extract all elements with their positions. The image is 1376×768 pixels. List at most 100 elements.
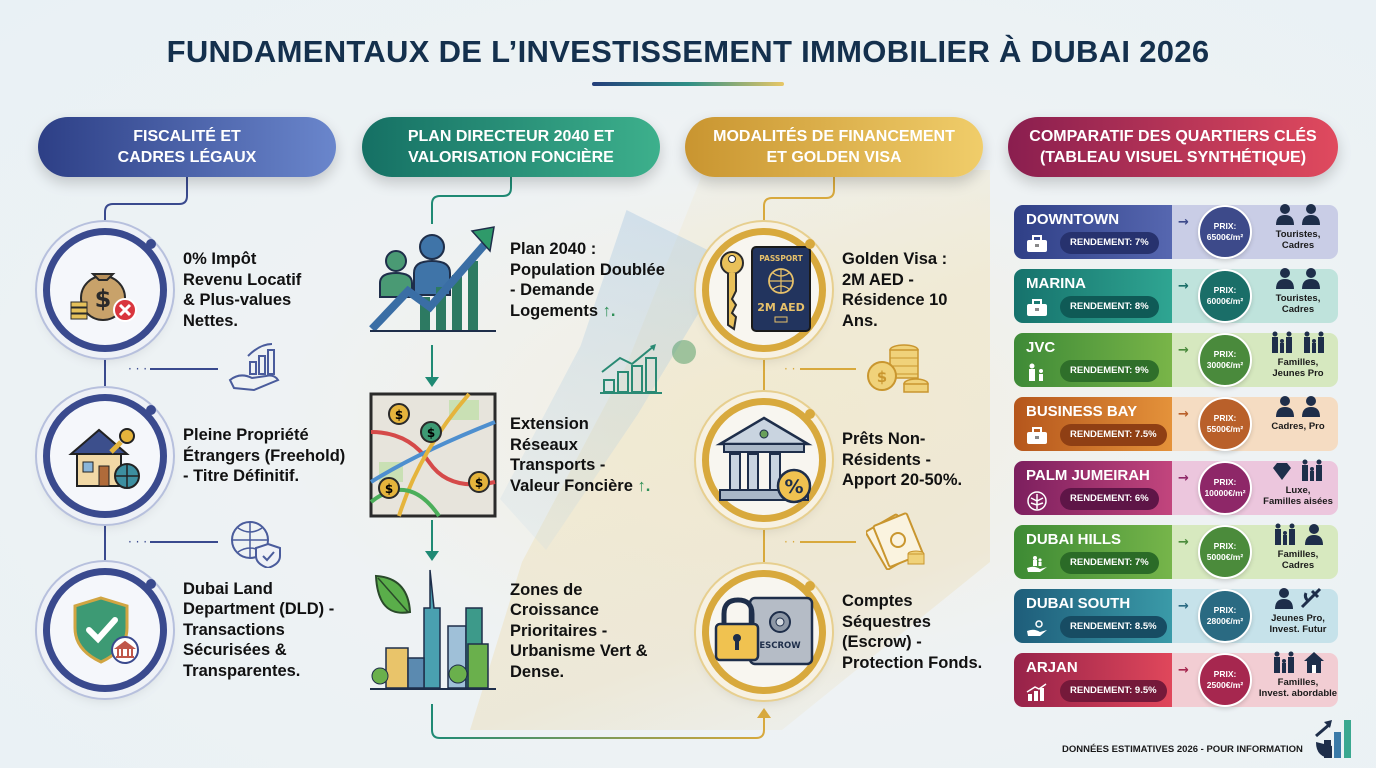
audience-line: Familles aisées	[1263, 496, 1333, 507]
svg-text:PASSPORT: PASSPORT	[759, 254, 803, 263]
bank-percent-icon: %	[715, 416, 813, 504]
district-yield: RENDEMENT: 9.5%	[1060, 680, 1167, 702]
audience-line: Touristes,	[1275, 229, 1321, 240]
price-value: 10000€/m²	[1204, 488, 1246, 498]
price-value: 3000€/m²	[1206, 360, 1244, 370]
svg-text:$: $	[427, 426, 435, 440]
audience-line: Cadres	[1281, 560, 1315, 571]
ring-frame: %	[702, 398, 826, 522]
page-title: FUNDAMENTAUX DE L’INVESTISSEMENT IMMOBIL…	[166, 34, 1210, 69]
finance-item-loans: % Prêts Non-Résidents -Apport 20-50%.	[702, 398, 962, 522]
house-key-globe-icon	[68, 428, 140, 489]
district-price-badge: PRIX:10000€/m²	[1198, 461, 1252, 515]
woman-icon	[1275, 395, 1295, 421]
price-value: 2500€/m²	[1206, 680, 1244, 690]
banknotes-icon	[866, 512, 925, 570]
title-underline	[592, 82, 784, 86]
district-audience: Familles,Cadres	[1258, 523, 1338, 571]
audience-line: Jeunes Pro	[1272, 368, 1324, 379]
ring-frame: ESCROW	[702, 570, 826, 694]
price-value: 6500€/m²	[1206, 232, 1244, 242]
professional-icon	[1301, 267, 1321, 293]
dots: · ·	[784, 362, 796, 376]
svg-text:%: %	[784, 476, 803, 498]
ring-frame	[43, 394, 167, 518]
bar-growth-chart-icon	[600, 344, 662, 394]
header-line: VALORISATION FONCIÈRE	[408, 149, 614, 166]
district-yield: RENDEMENT: 6%	[1060, 488, 1159, 510]
district-name: MARINA	[1026, 275, 1086, 292]
diamond-icon	[1271, 461, 1293, 485]
coins-stack-icon: $	[867, 344, 929, 393]
svg-text:2M AED: 2M AED	[757, 301, 805, 314]
ring-dot	[146, 239, 156, 249]
svg-text:$: $	[395, 408, 403, 422]
tourist-icon	[1275, 203, 1295, 229]
price-label: PRIX:	[1213, 605, 1237, 615]
arrow-right-icon: →	[1178, 343, 1189, 358]
ring-dot	[805, 239, 815, 249]
finance-item-text: Prêts Non-Résidents -Apport 20-50%.	[842, 430, 963, 490]
district-price-badge: PRIX:2800€/m²	[1198, 589, 1252, 643]
escrow-safe-lock-icon: ESCROW	[714, 596, 814, 666]
growth-logo-icon	[1315, 720, 1351, 758]
plane-icon	[1300, 587, 1322, 613]
footer-disclaimer: DONNÉES ESTIMATIVES 2026 - POUR INFORMAT…	[1062, 744, 1303, 755]
svg-text:$: $	[877, 368, 887, 386]
district-name: DUBAI HILLS	[1026, 531, 1121, 548]
district-audience: Luxe,Familles aisées	[1258, 459, 1338, 507]
header-line: CADRES LÉGAUX	[117, 149, 257, 166]
district-name: ARJAN	[1026, 659, 1078, 676]
district-price-badge: PRIX:5000€/m²	[1198, 525, 1252, 579]
audience-line: Cadres	[1281, 240, 1315, 251]
district-price-badge: PRIX:6500€/m²	[1198, 205, 1252, 259]
family-icon	[1269, 331, 1295, 357]
dots: · · ·	[128, 362, 148, 376]
family-icon	[1271, 651, 1297, 677]
ring-frame: PASSPORT 2M AED	[702, 228, 826, 352]
audience-line: Luxe,	[1285, 485, 1311, 496]
arrow-right-icon: →	[1178, 407, 1189, 422]
price-value: 2800€/m²	[1206, 616, 1244, 626]
couple-icon	[1301, 331, 1327, 357]
palm-icon	[1026, 491, 1048, 511]
family-icon	[1272, 523, 1298, 549]
arrow-right-icon: →	[1178, 471, 1189, 486]
header-comparatif: COMPARATIF DES QUARTIERS CLÉS(TABLEAU VI…	[1008, 117, 1338, 177]
district-yield: RENDEMENT: 7%	[1060, 232, 1159, 254]
district-name: DUBAI SOUTH	[1026, 595, 1131, 612]
header-line: ET GOLDEN VISA	[766, 149, 902, 166]
green-city-skyline-icon	[370, 569, 496, 690]
audience-line: Jeunes Pro,	[1271, 613, 1325, 624]
audience-line: Touristes,	[1275, 293, 1321, 304]
briefcase-icon	[1026, 427, 1048, 445]
district-name: JVC	[1026, 339, 1056, 356]
district-audience: Touristes,Cadres	[1258, 268, 1338, 315]
hand-family-icon	[1026, 555, 1048, 573]
transport-map-icon: $ $ $ $	[369, 392, 497, 518]
ring-dot	[805, 409, 815, 419]
header-line: FISCALITÉ ET	[133, 128, 241, 145]
svg-text:$: $	[475, 476, 483, 490]
family-icon	[1026, 363, 1048, 381]
